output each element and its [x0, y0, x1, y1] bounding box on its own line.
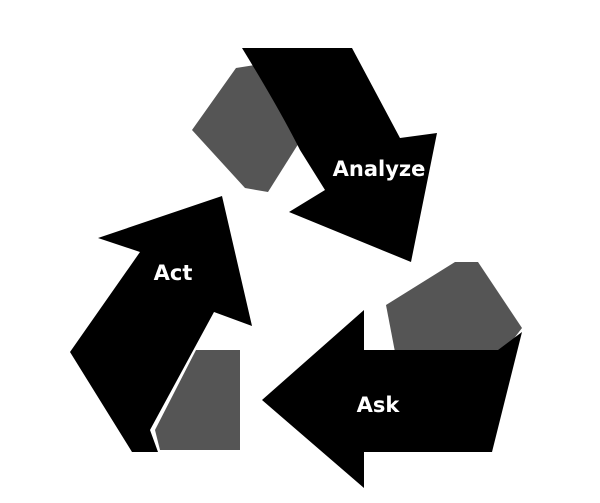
analyze-arrow: Analyze	[192, 48, 437, 262]
act-arrow-fold	[155, 350, 240, 450]
analyze-label: Analyze	[333, 157, 426, 181]
act-label: Act	[154, 261, 193, 285]
act-arrow: Act	[70, 196, 252, 452]
ask-arrow-body	[262, 310, 522, 488]
ask-arrow: Ask	[262, 262, 522, 488]
act-arrow-body	[70, 196, 252, 452]
analyze-arrow-body	[242, 48, 437, 262]
ask-arrow-fold	[386, 262, 522, 352]
ask-label: Ask	[357, 393, 401, 417]
